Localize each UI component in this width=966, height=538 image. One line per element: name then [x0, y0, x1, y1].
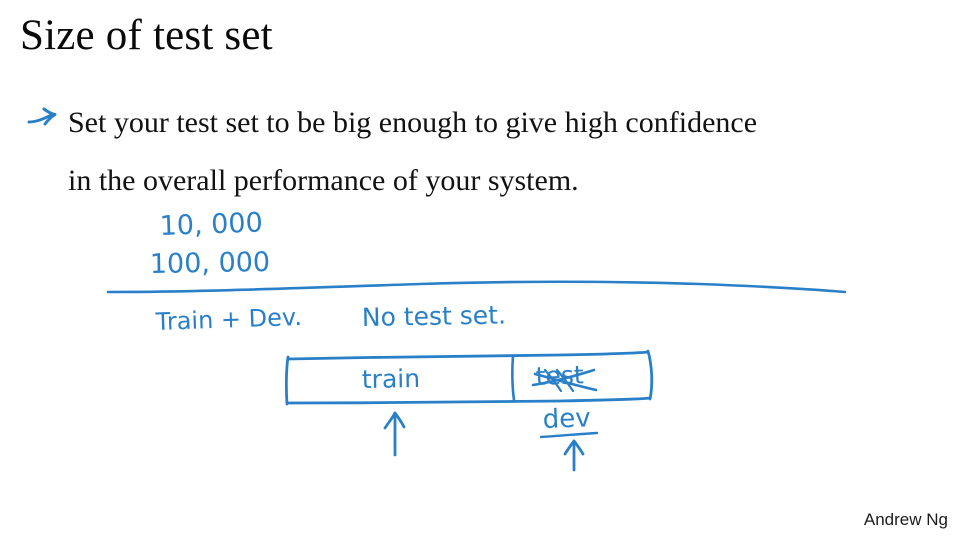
train-test-split-box [284, 349, 654, 406]
train-segment-label: train [362, 364, 421, 394]
bullet-body-text: Set your test set to be big enough to gi… [68, 94, 948, 210]
ten-thousand-note: 10, 000 [159, 207, 263, 242]
no-test-set-label: No test set. [362, 300, 507, 332]
footer-credit: Andrew Ng [863, 510, 948, 529]
test-segment-label: test [535, 360, 584, 391]
page-title: Size of test set [20, 12, 273, 59]
dev-pointer-arrow [563, 439, 585, 472]
hundred-thousand-note: 100, 000 [150, 247, 271, 280]
dev-relabel-note: dev [542, 403, 591, 435]
hand-drawn-arrow-icon [26, 104, 66, 134]
bullet-line-1: Set your test set to be big enough to gi… [68, 106, 758, 139]
bullet-line-2: in the overall performance of your syste… [68, 164, 579, 197]
train-plus-dev-label: Train + Dev. [154, 303, 302, 336]
train-pointer-arrow [383, 411, 406, 457]
hand-drawn-horizontal-rule-icon [106, 280, 847, 294]
